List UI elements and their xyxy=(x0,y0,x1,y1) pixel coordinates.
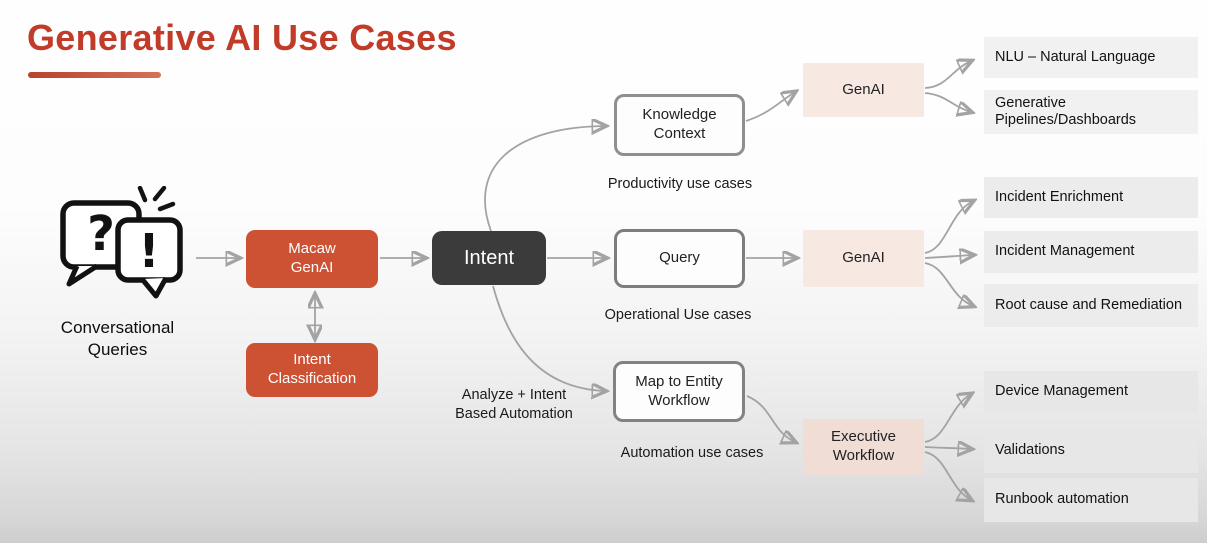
node-genai-operational: GenAI xyxy=(803,230,924,287)
node-knowledge-context: Knowledge Context xyxy=(614,94,745,156)
output-device-management: Device Management xyxy=(984,371,1198,413)
page-title: Generative AI Use Cases xyxy=(27,17,457,58)
node-intent: Intent xyxy=(432,231,546,285)
output-nlu-natural-language: NLU – Natural Language xyxy=(984,37,1198,78)
svg-text:!: ! xyxy=(139,224,160,278)
node-intent-classification: Intent Classification xyxy=(246,343,378,397)
conversational-queries-label: Conversational Queries xyxy=(60,318,175,360)
node-map-to-entity-workflow: Map to Entity Workflow xyxy=(613,361,745,422)
output-runbook-automation: Runbook automation xyxy=(984,478,1198,522)
title-underline xyxy=(28,72,161,78)
emphasis-lines-icon xyxy=(137,186,176,212)
node-query: Query xyxy=(614,229,745,288)
speech-bubble-exclamation-icon: ! xyxy=(115,217,183,299)
output-incident-enrichment: Incident Enrichment xyxy=(984,177,1198,218)
svg-text:?: ? xyxy=(87,206,115,262)
caption-automation-use-cases: Automation use cases xyxy=(620,445,764,461)
output-incident-management: Incident Management xyxy=(984,231,1198,273)
output-validations: Validations xyxy=(984,429,1198,473)
output-root-cause-remediation: Root cause and Remediation xyxy=(984,284,1198,327)
node-genai-productivity: GenAI xyxy=(803,63,924,117)
caption-productivity-use-cases: Productivity use cases xyxy=(607,176,753,192)
node-macaw-genai: Macaw GenAI xyxy=(246,230,378,288)
caption-operational-use-cases: Operational Use cases xyxy=(604,307,752,323)
node-executive-workflow: Executive Workflow xyxy=(803,419,924,475)
conversational-queries-icon: ? ! xyxy=(60,186,183,299)
annotation-analyze-intent: Analyze + Intent Based Automation xyxy=(455,387,573,422)
output-generative-pipelines-dashboards: Generative Pipelines/Dashboards xyxy=(984,90,1198,134)
